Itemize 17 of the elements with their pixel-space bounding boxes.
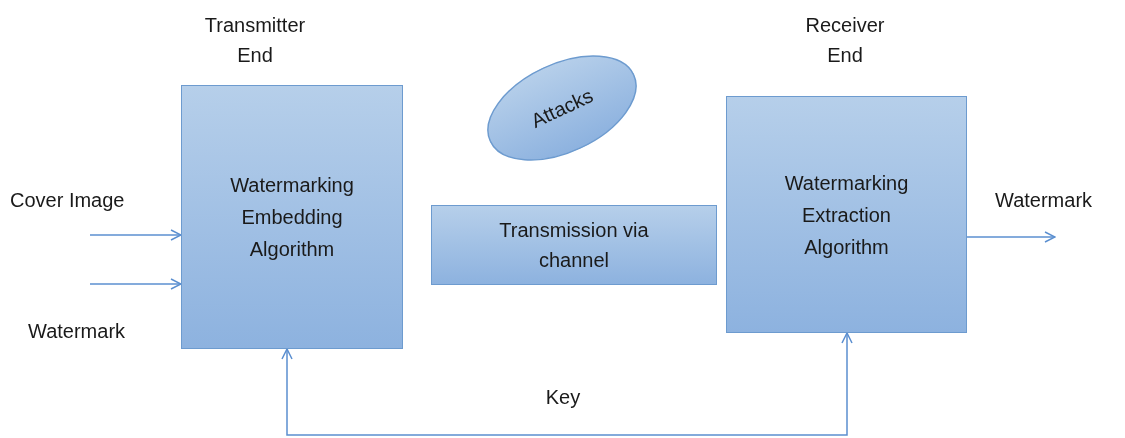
process-box — [726, 96, 967, 333]
text-label: Watermark — [28, 319, 127, 344]
arrow — [566, 332, 853, 436]
arrow — [89, 278, 182, 290]
text-label: Watermark — [995, 188, 1094, 213]
process-box — [431, 205, 717, 285]
arrow — [281, 348, 568, 436]
process-box — [181, 85, 403, 349]
arrow — [966, 231, 1056, 243]
node-text: Watermarking Extraction Algorithm — [783, 170, 910, 260]
side-heading: Receiver End — [804, 13, 886, 68]
text-label: Key — [544, 385, 582, 410]
arrow — [89, 229, 182, 241]
node-text: Watermarking Embedding Algorithm — [229, 173, 355, 262]
side-heading: Transmitter End — [203, 13, 307, 68]
node-text: Transmission via channel — [498, 218, 650, 273]
text-label: Cover Image — [10, 188, 126, 213]
